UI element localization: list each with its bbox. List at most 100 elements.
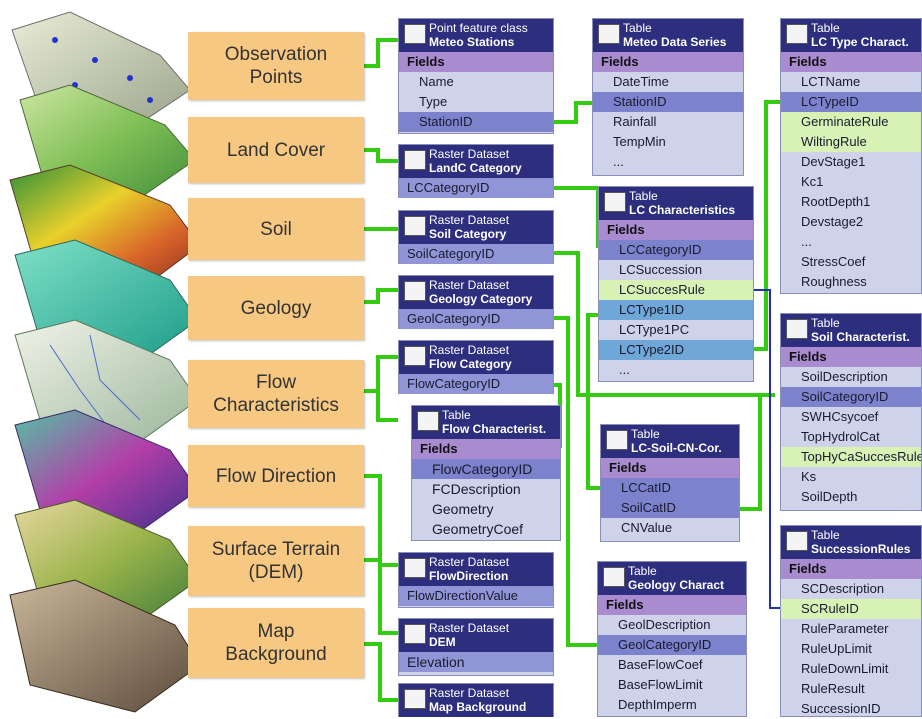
field-row: SoilDepth: [801, 489, 858, 504]
dataset-name: Geology Category: [429, 292, 533, 306]
dataset-type: Point feature class: [429, 21, 528, 35]
table-icon: [786, 531, 808, 551]
field-row: LCTypeID: [781, 92, 921, 112]
field-row: Kc1: [801, 174, 824, 189]
table-icon: [417, 411, 439, 431]
field-row: TempMin: [613, 134, 666, 149]
field-row: GeometryCoef: [432, 521, 524, 537]
table-type: Table: [631, 427, 660, 441]
field-row: BaseFlowCoef: [618, 657, 703, 672]
fields-header: Fields: [781, 52, 921, 72]
field-row: GerminateRule: [781, 112, 921, 132]
field-row: GeolDescription: [618, 617, 711, 632]
field-row: StressCoef: [801, 254, 866, 269]
table-type: Table: [811, 316, 840, 330]
fields-header: Fields: [781, 559, 921, 579]
dataset-soil-category: Raster Dataset Soil Category SoilCategor…: [398, 210, 554, 264]
dataset-type: Raster Dataset: [429, 555, 510, 569]
table-flow-characterist: Table Flow Characterist. Fields FlowCate…: [411, 405, 561, 541]
dataset-field: SoilCategoryID: [399, 244, 553, 264]
field-row: SCRuleID: [781, 599, 921, 619]
field-row: GeolCategoryID: [598, 635, 746, 655]
dataset-type: Raster Dataset: [429, 213, 510, 227]
field-row: Type: [419, 94, 448, 109]
dataset-name: DEM: [429, 635, 456, 649]
dataset-field: GeolCategoryID: [399, 309, 553, 329]
dataset-name: Soil Category: [429, 227, 507, 241]
field-row: LCType1ID: [599, 300, 753, 320]
table-type: Table: [442, 408, 471, 422]
table-type: Table: [629, 189, 658, 203]
field-row: LCType1PC: [619, 322, 690, 337]
dataset-map-background: Raster Dataset Map Background: [398, 683, 554, 717]
field-row: Geometry: [432, 501, 494, 517]
table-name: Flow Characterist.: [442, 422, 547, 436]
field-row: RootDepth1: [801, 194, 871, 209]
dataset-type: Raster Dataset: [429, 278, 510, 292]
field-row: SCDescription: [801, 581, 885, 596]
layer-map-background: [9, 579, 200, 713]
dataset-flow-category: Raster Dataset Flow Category FlowCategor…: [398, 340, 554, 394]
layer-label-dem: Surface Terrain (DEM): [188, 526, 364, 596]
field-row: SoilDescription: [801, 369, 888, 384]
table-meteo-data-series: Table Meteo Data Series Fields DateTime …: [592, 18, 744, 176]
field-row: DevStage1: [801, 154, 866, 169]
field-row: ...: [619, 362, 630, 377]
dataset-geology-category: Raster Dataset Geology Category GeolCate…: [398, 275, 554, 329]
dataset-field: FlowDirectionValue: [399, 586, 553, 606]
fields-header: Fields: [601, 458, 739, 478]
field-row: RuleDownLimit: [801, 661, 889, 676]
table-succession-rules: Table SuccessionRules Fields SCDescripti…: [780, 525, 922, 717]
dataset-type: Raster Dataset: [429, 147, 510, 161]
dataset-flowdirection: Raster Dataset FlowDirection FlowDirecti…: [398, 552, 554, 608]
field-row: BaseFlowLimit: [618, 677, 703, 692]
field-row: TopHyCaSuccesRule: [781, 447, 921, 467]
field-row: SWHCsycoef: [801, 409, 879, 424]
field-row: ...: [613, 154, 624, 169]
dataset-field: Elevation: [399, 652, 553, 672]
raster-dataset-icon: [404, 558, 426, 578]
table-lc-soil-cn-cor: Table LC-Soil-CN-Cor. Fields LCCatID Soi…: [600, 424, 740, 542]
layer-label-flow-direction: Flow Direction: [188, 445, 364, 507]
field-row: Rainfall: [613, 114, 657, 129]
table-soil-characterist: Table Soil Characterist. Fields SoilDesc…: [780, 313, 922, 511]
table-lc-characteristics: Table LC Characteristics Fields LCCatego…: [598, 186, 754, 382]
field-row: RuleParameter: [801, 621, 889, 636]
field-row: WiltingRule: [781, 132, 921, 152]
table-geology-charact: Table Geology Charact Fields GeolDescrip…: [597, 561, 747, 717]
table-name: LC Type Charact.: [811, 35, 909, 49]
raster-dataset-icon: [404, 216, 426, 236]
dataset-type: Raster Dataset: [429, 621, 510, 635]
field-row: LCCategoryID: [599, 240, 753, 260]
field-row: ...: [801, 234, 812, 249]
point-feature-icon: [404, 24, 426, 44]
field-row: TopHydrolCat: [801, 429, 880, 444]
terrain-layer-stack: [9, 11, 200, 713]
field-row: DepthImperm: [618, 697, 697, 712]
field-row: StationID: [399, 112, 553, 132]
layer-label-flow-characteristics: Flow Characteristics: [188, 360, 364, 428]
field-row: Roughness: [801, 274, 867, 289]
table-icon: [606, 430, 628, 450]
raster-dataset-icon: [404, 346, 426, 366]
table-type: Table: [623, 21, 652, 35]
dataset-type: Raster Dataset: [429, 343, 510, 357]
field-row: SoilCategoryID: [781, 387, 921, 407]
fields-header: Fields: [599, 220, 753, 240]
field-row: RuleUpLimit: [801, 641, 872, 656]
field-row: LCTName: [801, 74, 861, 89]
table-type: Table: [628, 564, 657, 578]
table-name: SuccessionRules: [811, 542, 911, 556]
fields-header: Fields: [412, 439, 560, 459]
field-row: LCSuccession: [619, 262, 703, 277]
field-row: Ks: [801, 469, 817, 484]
dataset-name: LandC Category: [429, 161, 522, 175]
field-row: StationID: [593, 92, 743, 112]
dataset-landc-category: Raster Dataset LandC Category LCCategory…: [398, 144, 554, 198]
raster-dataset-icon: [404, 624, 426, 644]
dataset-name: Map Background: [429, 700, 527, 714]
table-icon: [786, 319, 808, 339]
field-row: SuccessionID: [801, 701, 881, 716]
dataset-field: LCCategoryID: [399, 178, 553, 198]
field-row: SoilCatID: [601, 498, 739, 518]
